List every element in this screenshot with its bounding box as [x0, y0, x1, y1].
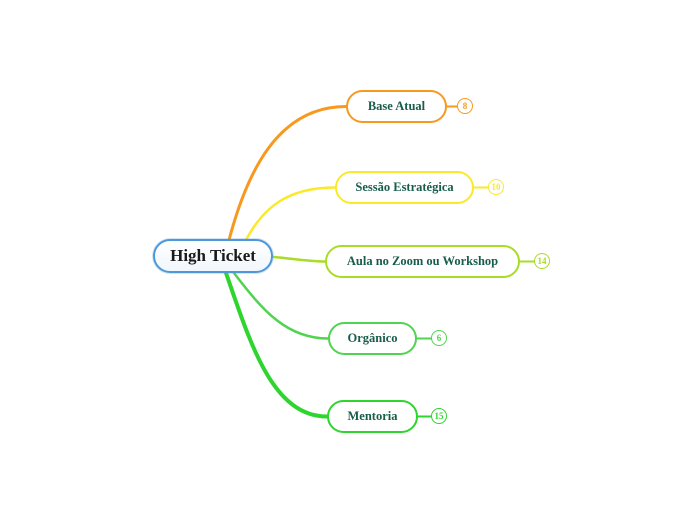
connector-mentoria	[224, 271, 329, 419]
branch-node-sessao-estrategica[interactable]: Sessão Estratégica	[335, 171, 474, 204]
branch-node-label: Mentoria	[347, 409, 398, 423]
connector-sessao-estrategica	[244, 186, 337, 242]
count-badge-sessao-estrategica[interactable]: 10	[488, 179, 504, 195]
branch-node-label: Base Atual	[367, 99, 426, 113]
count-badge-value: 10	[491, 181, 501, 192]
count-badge-mentoria[interactable]: 15	[431, 408, 447, 424]
connector-organico	[232, 271, 330, 340]
connector-aula-zoom-workshop	[272, 255, 327, 263]
branch-node-label: Sessão Estratégica	[355, 180, 454, 194]
root-node-high-ticket[interactable]: High Ticket	[153, 239, 273, 273]
root-node-label: High Ticket	[170, 246, 256, 265]
branch-node-organico[interactable]: Orgânico	[328, 322, 417, 355]
count-badge-base-atual[interactable]: 8	[457, 98, 473, 114]
count-badge-value: 8	[462, 100, 468, 111]
count-badge-value: 14	[537, 255, 547, 266]
branch-node-base-atual[interactable]: Base Atual	[346, 90, 447, 123]
branch-node-label: Orgânico	[347, 331, 398, 345]
count-badge-aula-zoom-workshop[interactable]: 14	[534, 253, 550, 269]
branch-node-label: Aula no Zoom ou Workshop	[346, 254, 499, 268]
branch-node-aula-zoom-workshop[interactable]: Aula no Zoom ou Workshop	[325, 245, 520, 278]
count-badge-value: 6	[436, 332, 442, 343]
count-badge-organico[interactable]: 6	[431, 330, 447, 346]
connector-base-atual	[227, 105, 348, 242]
branch-node-mentoria[interactable]: Mentoria	[327, 400, 418, 433]
count-badge-value: 15	[434, 410, 444, 421]
